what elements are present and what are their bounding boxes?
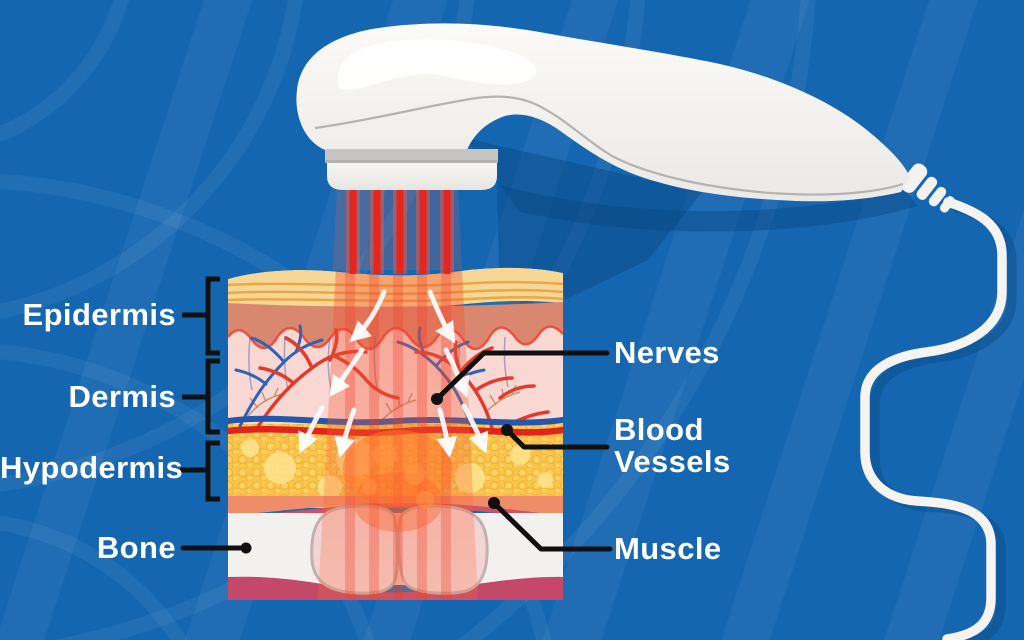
skin-cross-section bbox=[228, 267, 563, 600]
device-seam bbox=[314, 95, 904, 196]
device-tip bbox=[327, 163, 497, 190]
bracket-epidermis bbox=[182, 276, 220, 356]
label-hypodermis: Hypodermis bbox=[0, 450, 184, 485]
label-blood-vessels-line2: Vessels bbox=[614, 444, 731, 479]
leader-muscle bbox=[492, 501, 613, 552]
label-dermis: Dermis bbox=[68, 379, 176, 414]
device-shadow bbox=[465, 138, 918, 300]
laser-glow bbox=[318, 268, 478, 600]
label-epidermis: Epidermis bbox=[22, 297, 176, 332]
leader-blood-vessels bbox=[505, 428, 610, 450]
label-bone: Bone bbox=[96, 530, 176, 565]
deep-tissue-band bbox=[228, 576, 563, 600]
device-cable bbox=[860, 197, 1017, 640]
device-head-band-shade bbox=[325, 160, 498, 163]
laser-beams bbox=[333, 186, 462, 274]
label-blood-vessels-line1: Blood bbox=[614, 412, 704, 447]
device-head-band bbox=[325, 149, 498, 163]
bracket-dermis bbox=[182, 358, 220, 435]
bracket-hypodermis bbox=[180, 440, 220, 502]
strain-relief bbox=[900, 163, 955, 213]
device-highlight bbox=[337, 39, 537, 90]
label-nerves: Nerves bbox=[614, 335, 720, 370]
label-blood-vessels: Blood Vessels bbox=[614, 414, 731, 478]
label-muscle: Muscle bbox=[614, 531, 722, 566]
leader-dots bbox=[240, 393, 513, 554]
callout-lines bbox=[180, 276, 613, 554]
leader-nerves bbox=[435, 350, 610, 401]
energy-arrows bbox=[298, 289, 489, 459]
therapy-device bbox=[296, 23, 955, 213]
